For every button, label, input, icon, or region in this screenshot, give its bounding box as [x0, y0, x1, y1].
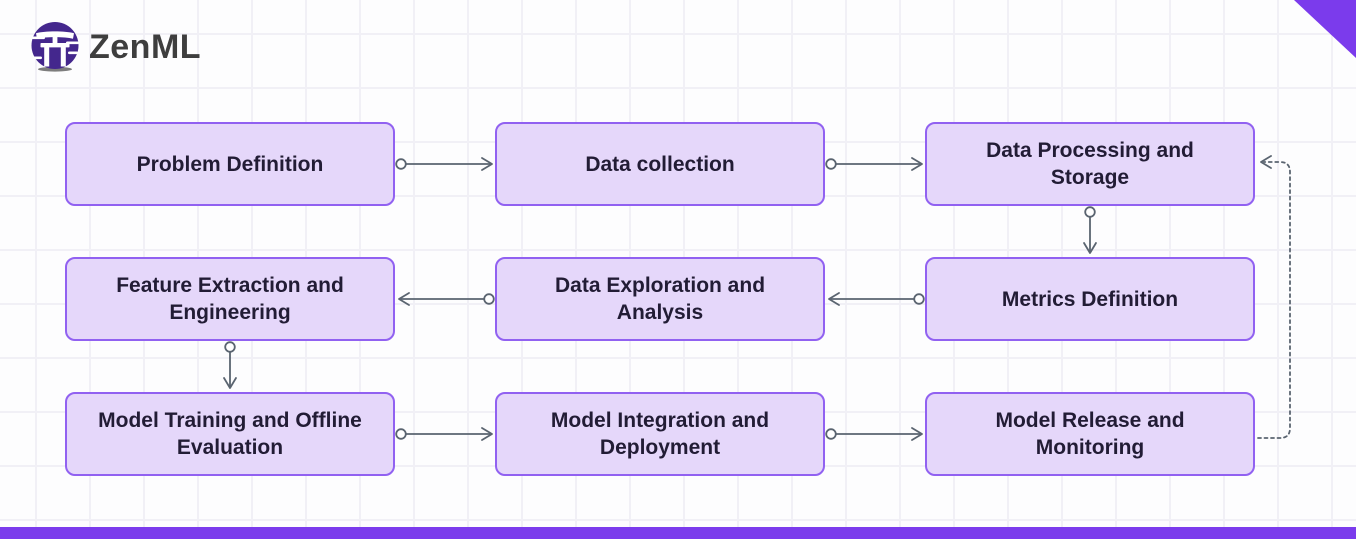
edge-data-processing-to-metrics-definition [1083, 206, 1097, 254]
edge-data-exploration-to-feature-extraction [398, 292, 495, 306]
node-feature-extraction-and-engineering: Feature Extraction and Engineering [65, 257, 395, 341]
edge-problem-definition-to-data-collection [395, 157, 493, 171]
edge-metrics-definition-to-data-exploration [828, 292, 925, 306]
node-problem-definition: Problem Definition [65, 122, 395, 206]
node-data-collection: Data collection [495, 122, 825, 206]
node-model-release-and-monitoring: Model Release and Monitoring [925, 392, 1255, 476]
bottom-accent-bar [0, 527, 1356, 539]
node-data-processing-and-storage: Data Processing and Storage [925, 122, 1255, 206]
node-label: Feature Extraction and Engineering [116, 274, 344, 324]
torii-gate-icon [31, 22, 79, 72]
edge-feature-extraction-to-model-training [223, 341, 237, 389]
node-model-training-and-offline-evaluation: Model Training and Offline Evaluation [65, 392, 395, 476]
node-label: Model Integration and Deployment [550, 409, 770, 459]
node-data-exploration-and-analysis: Data Exploration and Analysis [495, 257, 825, 341]
corner-accent-triangle [1294, 0, 1356, 58]
node-label: Model Training and Offline Evaluation [98, 409, 362, 459]
node-label: Model Release and Monitoring [995, 409, 1185, 459]
zenml-logo: ZenML [28, 20, 201, 74]
edge-model-integration-to-model-release [825, 427, 923, 441]
node-label: Data Processing and Storage [986, 139, 1194, 189]
node-label: Data Exploration and Analysis [554, 274, 766, 324]
edge-model-training-to-model-integration [395, 427, 493, 441]
node-label: Metrics Definition [1001, 287, 1179, 311]
edge-data-collection-to-data-processing [825, 157, 923, 171]
edge-model-release-to-data-processing-feedback-loop [1257, 155, 1291, 439]
zenml-wordmark: ZenML [89, 28, 202, 66]
node-metrics-definition: Metrics Definition [925, 257, 1255, 341]
node-label: Problem Definition [136, 152, 324, 176]
node-label: Data collection [585, 152, 735, 176]
node-model-integration-and-deployment: Model Integration and Deployment [495, 392, 825, 476]
